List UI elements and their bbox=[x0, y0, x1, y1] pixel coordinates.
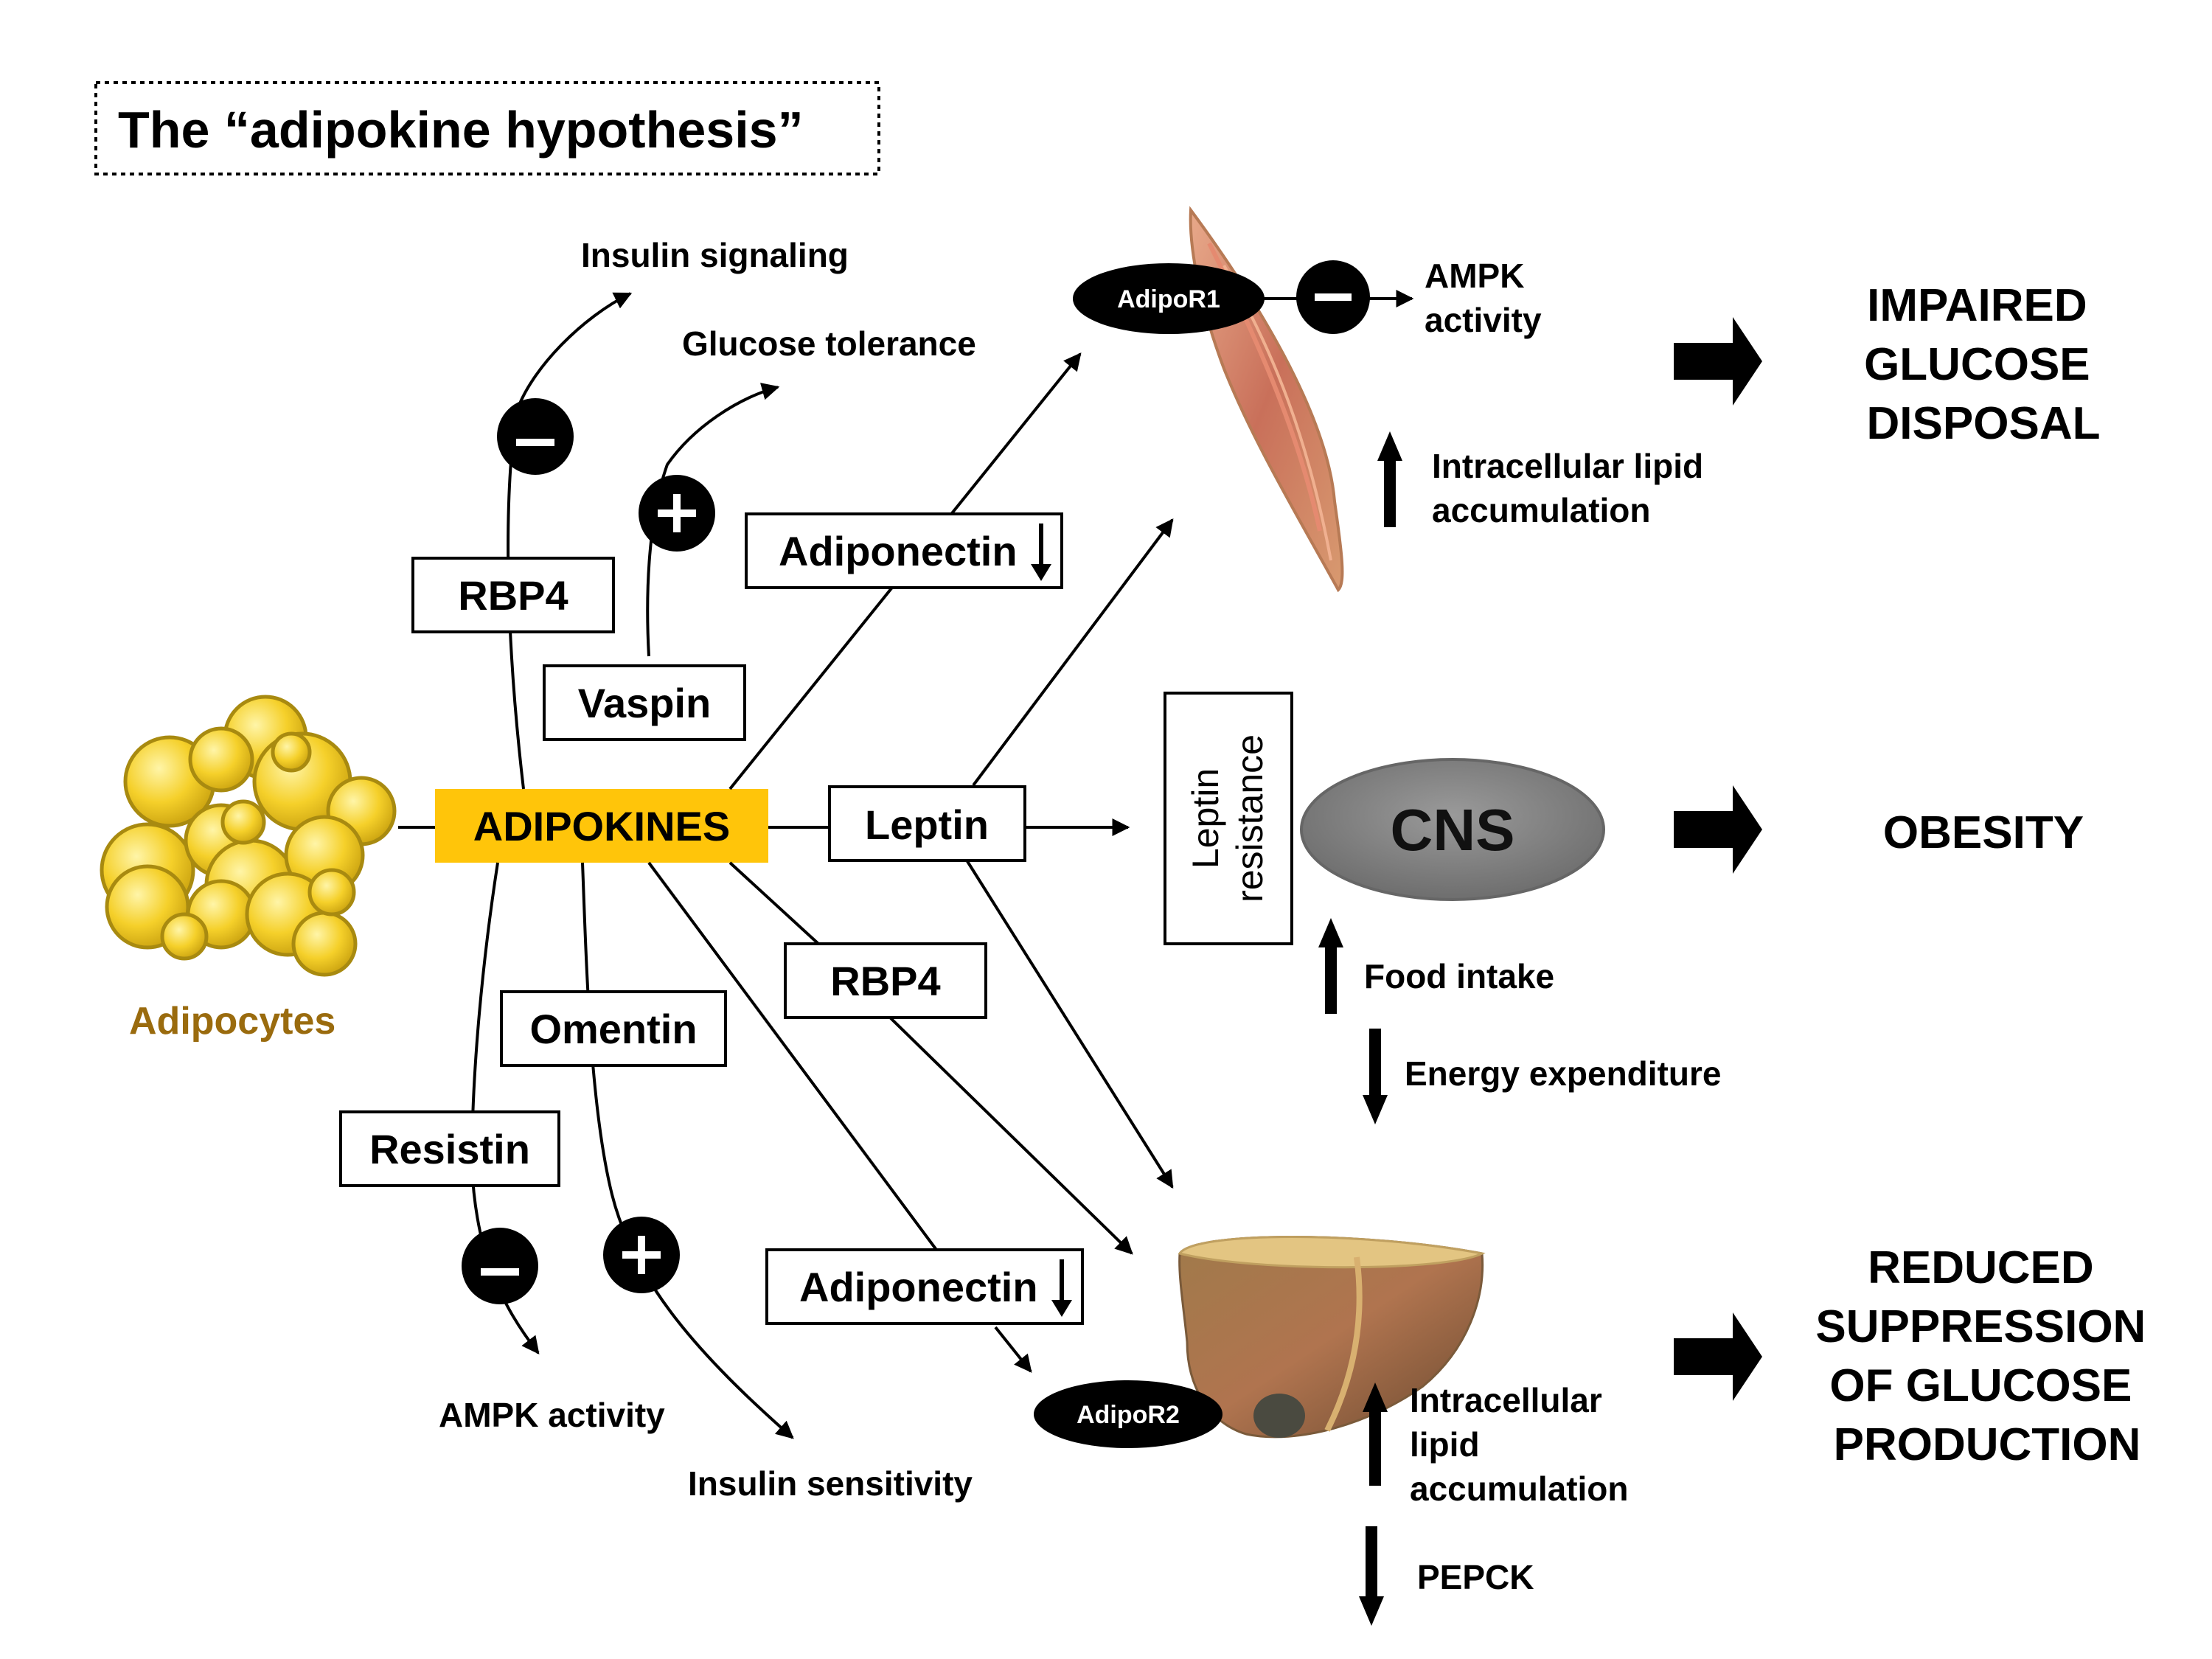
svg-text:Omentin: Omentin bbox=[529, 1006, 697, 1052]
leptin-box: Leptin bbox=[828, 785, 1026, 862]
up-arrow-icon bbox=[1318, 918, 1343, 1014]
title-box: The “adipokine hypothesis” bbox=[94, 81, 880, 175]
omentin-box: Omentin bbox=[500, 990, 727, 1067]
plus-sign-icon bbox=[603, 1217, 680, 1293]
minus-sign-icon bbox=[497, 398, 574, 475]
adipocyte-cluster-icon bbox=[100, 695, 397, 977]
pepck-label: PEPCK bbox=[1417, 1558, 1534, 1596]
down-arrow-icon bbox=[1363, 1029, 1388, 1124]
adiponectin-bottom-box: Adiponectin bbox=[765, 1248, 1084, 1325]
glucose-tolerance-label: Glucose tolerance bbox=[682, 324, 976, 363]
svg-text:RBP4: RBP4 bbox=[458, 572, 568, 619]
minus-sign-icon bbox=[462, 1228, 538, 1304]
svg-text:CNS: CNS bbox=[1391, 797, 1515, 863]
resistin-box: Resistin bbox=[339, 1110, 560, 1187]
down-arrow-icon bbox=[1359, 1526, 1384, 1626]
up-arrow-icon bbox=[1363, 1382, 1388, 1486]
ampk-activity-bottom-label: AMPK activity bbox=[439, 1396, 665, 1434]
block-arrow-icon bbox=[1674, 317, 1762, 406]
insulin-sensitivity-label: Insulin sensitivity bbox=[688, 1464, 973, 1503]
decrease-arrow-icon bbox=[1031, 564, 1051, 581]
rbp4-bottom-box: RBP4 bbox=[784, 942, 987, 1019]
svg-text:Leptin: Leptin bbox=[865, 801, 989, 848]
plus-sign-icon bbox=[639, 475, 715, 552]
liver-lipid-label: Intracellular lipid accumulation bbox=[1410, 1381, 1629, 1508]
muscle-lipid-label: Intracellular lipid accumulation bbox=[1432, 447, 1713, 529]
adipocytes-label: Adipocytes bbox=[129, 1000, 335, 1043]
liver-icon bbox=[1178, 1236, 1486, 1439]
adipokines-label: ADIPOKINES bbox=[473, 803, 731, 849]
block-arrow-icon bbox=[1674, 785, 1762, 874]
energy-expenditure-label: Energy expenditure bbox=[1405, 1054, 1721, 1093]
outcome-obesity: OBESITY bbox=[1883, 807, 2084, 858]
svg-text:Adiponectin: Adiponectin bbox=[779, 528, 1018, 574]
ampk-activity-muscle-label: AMPK activity bbox=[1425, 257, 1542, 339]
svg-text:AdipoR1: AdipoR1 bbox=[1117, 285, 1220, 313]
block-arrow-icon bbox=[1674, 1312, 1762, 1401]
up-arrow-icon bbox=[1377, 431, 1402, 527]
svg-text:Leptin: Leptin bbox=[1185, 768, 1226, 869]
adiponectin-top-box: Adiponectin bbox=[745, 512, 1063, 589]
svg-text:Vaspin: Vaspin bbox=[578, 680, 712, 726]
svg-text:Resistin: Resistin bbox=[369, 1126, 530, 1172]
outcome-glucose-disposal: IMPAIRED GLUCOSE DISPOSAL bbox=[1864, 280, 2103, 449]
insulin-signaling-label: Insulin signaling bbox=[581, 236, 849, 274]
svg-text:RBP4: RBP4 bbox=[830, 958, 940, 1004]
rbp4-top-box: RBP4 bbox=[411, 557, 615, 633]
outcome-glucose-production: REDUCED SUPPRESSION OF GLUCOSE PRODUCTIO… bbox=[1815, 1242, 2158, 1470]
vaspin-box: Vaspin bbox=[543, 664, 746, 741]
diagram-title: The “adipokine hypothesis” bbox=[118, 101, 804, 159]
decrease-arrow-icon bbox=[1051, 1300, 1072, 1317]
svg-text:AdipoR2: AdipoR2 bbox=[1077, 1401, 1180, 1429]
food-intake-label: Food intake bbox=[1364, 957, 1554, 995]
adipor1-receptor: AdipoR1 bbox=[1073, 263, 1265, 334]
svg-text:resistance: resistance bbox=[1229, 734, 1270, 902]
svg-text:Adiponectin: Adiponectin bbox=[799, 1264, 1038, 1310]
adipokines-box: ADIPOKINES bbox=[435, 789, 768, 863]
adipor2-receptor: AdipoR2 bbox=[1034, 1380, 1222, 1448]
leptin-resistance-box: Leptin resistance bbox=[1164, 692, 1293, 945]
cns-ellipse: CNS bbox=[1300, 758, 1605, 901]
minus-sign-icon bbox=[1296, 260, 1370, 334]
